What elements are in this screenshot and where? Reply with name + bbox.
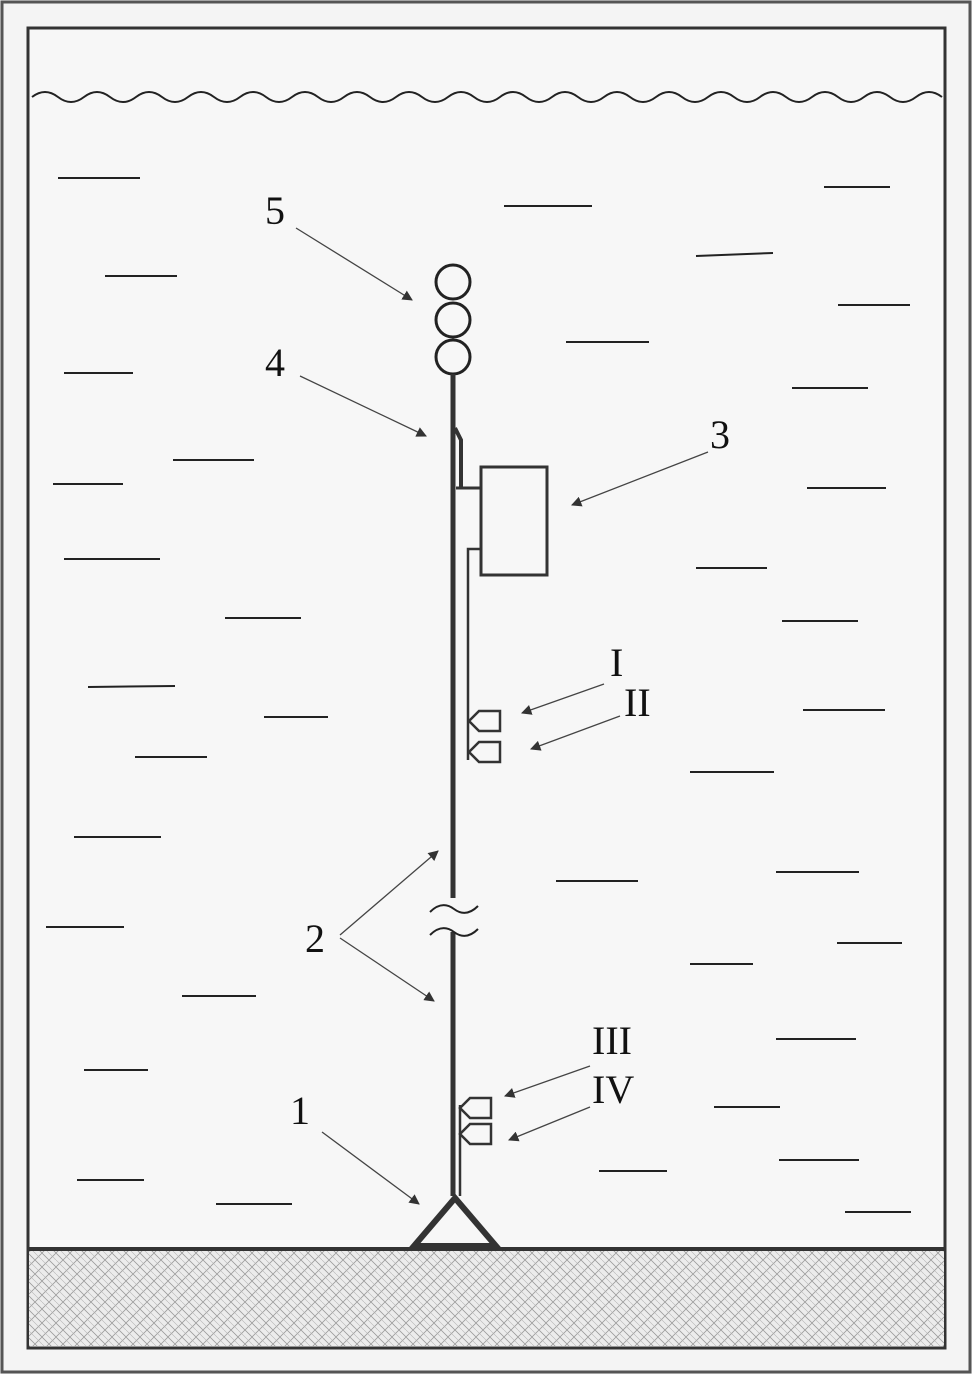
anchor-shape bbox=[407, 1193, 503, 1249]
label-line: 2 bbox=[305, 916, 325, 961]
float-3 bbox=[434, 338, 472, 376]
sensor-IV-shape bbox=[458, 1122, 493, 1146]
leader-arrows bbox=[295, 227, 709, 1205]
label-anchor: 1 bbox=[290, 1088, 310, 1133]
instrument-box bbox=[479, 465, 549, 577]
arrow-III bbox=[504, 1065, 591, 1098]
arrow-5 bbox=[295, 227, 413, 301]
label-sensor-4: IV bbox=[592, 1067, 634, 1112]
rope-segment bbox=[453, 427, 463, 488]
water-hatching bbox=[46, 177, 911, 1213]
label-sensor-3: III bbox=[592, 1018, 632, 1063]
arrow-4 bbox=[299, 375, 427, 437]
sensor-II-shape bbox=[467, 740, 502, 764]
label-sensor-1: I bbox=[610, 640, 623, 685]
sensor-III-shape bbox=[458, 1096, 493, 1120]
float-2 bbox=[434, 301, 472, 339]
sensor-I-shape bbox=[467, 709, 502, 733]
label-rope: 4 bbox=[265, 340, 285, 385]
arrow-1 bbox=[321, 1131, 420, 1205]
label-instrument: 3 bbox=[710, 412, 730, 457]
line-break-symbol bbox=[429, 904, 479, 937]
arrow-2-lower bbox=[339, 937, 435, 1002]
seabed bbox=[29, 1249, 944, 1346]
instrument-cable bbox=[466, 547, 481, 760]
water-surface bbox=[31, 91, 943, 103]
floats bbox=[434, 263, 472, 376]
water-tank bbox=[26, 26, 947, 1350]
label-sensor-2: II bbox=[624, 680, 651, 725]
arrow-3 bbox=[571, 451, 709, 507]
arrow-IV bbox=[508, 1106, 591, 1142]
arrow-I bbox=[521, 683, 605, 715]
arrow-2-upper bbox=[339, 850, 439, 936]
label-floats: 5 bbox=[265, 188, 285, 233]
float-1 bbox=[434, 263, 472, 301]
arrow-II bbox=[530, 715, 621, 751]
